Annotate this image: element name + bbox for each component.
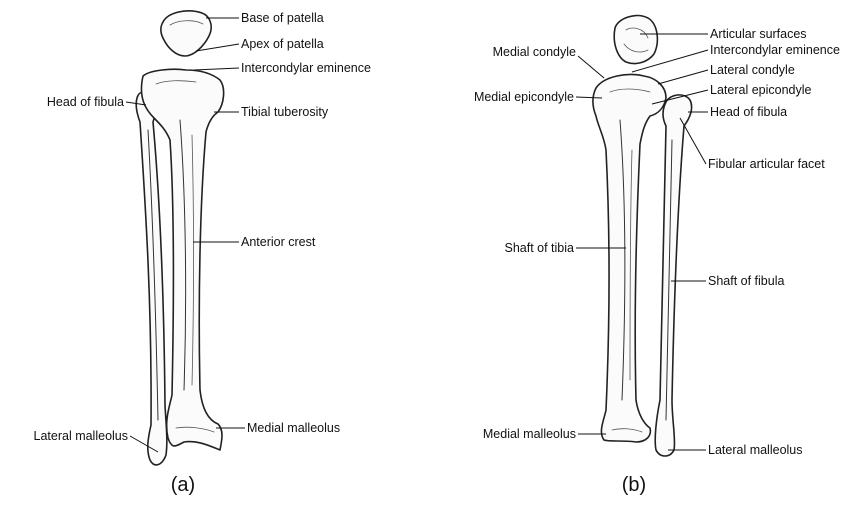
panel-a xyxy=(136,11,223,465)
label-head-of-fibula-a: Head of fibula xyxy=(47,95,124,109)
fibula-b xyxy=(655,95,691,456)
label-base-of-patella: Base of patella xyxy=(241,11,324,25)
label-intercondylar-eminence-b: Intercondylar eminence xyxy=(710,43,840,57)
label-medial-condyle: Medial condyle xyxy=(493,45,576,59)
label-lateral-malleolus-a: Lateral malleolus xyxy=(34,429,129,443)
label-articular-surfaces: Articular surfaces xyxy=(710,27,807,41)
patella-a xyxy=(161,11,211,56)
label-apex-of-patella: Apex of patella xyxy=(241,37,324,51)
label-fibular-articular-facet: Fibular articular facet xyxy=(708,157,825,171)
caption-a: (a) xyxy=(171,474,195,496)
label-medial-malleolus-a: Medial malleolus xyxy=(247,421,340,435)
label-anterior-crest: Anterior crest xyxy=(241,235,316,249)
label-intercondylar-eminence-a: Intercondylar eminence xyxy=(241,61,371,75)
label-lateral-epicondyle: Lateral epicondyle xyxy=(710,83,812,97)
panel-b xyxy=(593,16,692,456)
label-tibial-tuberosity: Tibial tuberosity xyxy=(241,105,329,119)
fibula-a xyxy=(136,91,167,465)
label-lateral-malleolus-b: Lateral malleolus xyxy=(708,443,803,457)
label-shaft-of-fibula: Shaft of fibula xyxy=(708,274,784,288)
patella-b xyxy=(614,16,657,64)
label-lateral-condyle: Lateral condyle xyxy=(710,63,795,77)
label-head-of-fibula-b: Head of fibula xyxy=(710,105,787,119)
label-shaft-of-tibia: Shaft of tibia xyxy=(505,241,575,255)
label-medial-malleolus-b: Medial malleolus xyxy=(483,427,576,441)
label-medial-epicondyle: Medial epicondyle xyxy=(474,90,574,104)
tibia-b xyxy=(593,75,666,443)
caption-b: (b) xyxy=(622,474,646,496)
